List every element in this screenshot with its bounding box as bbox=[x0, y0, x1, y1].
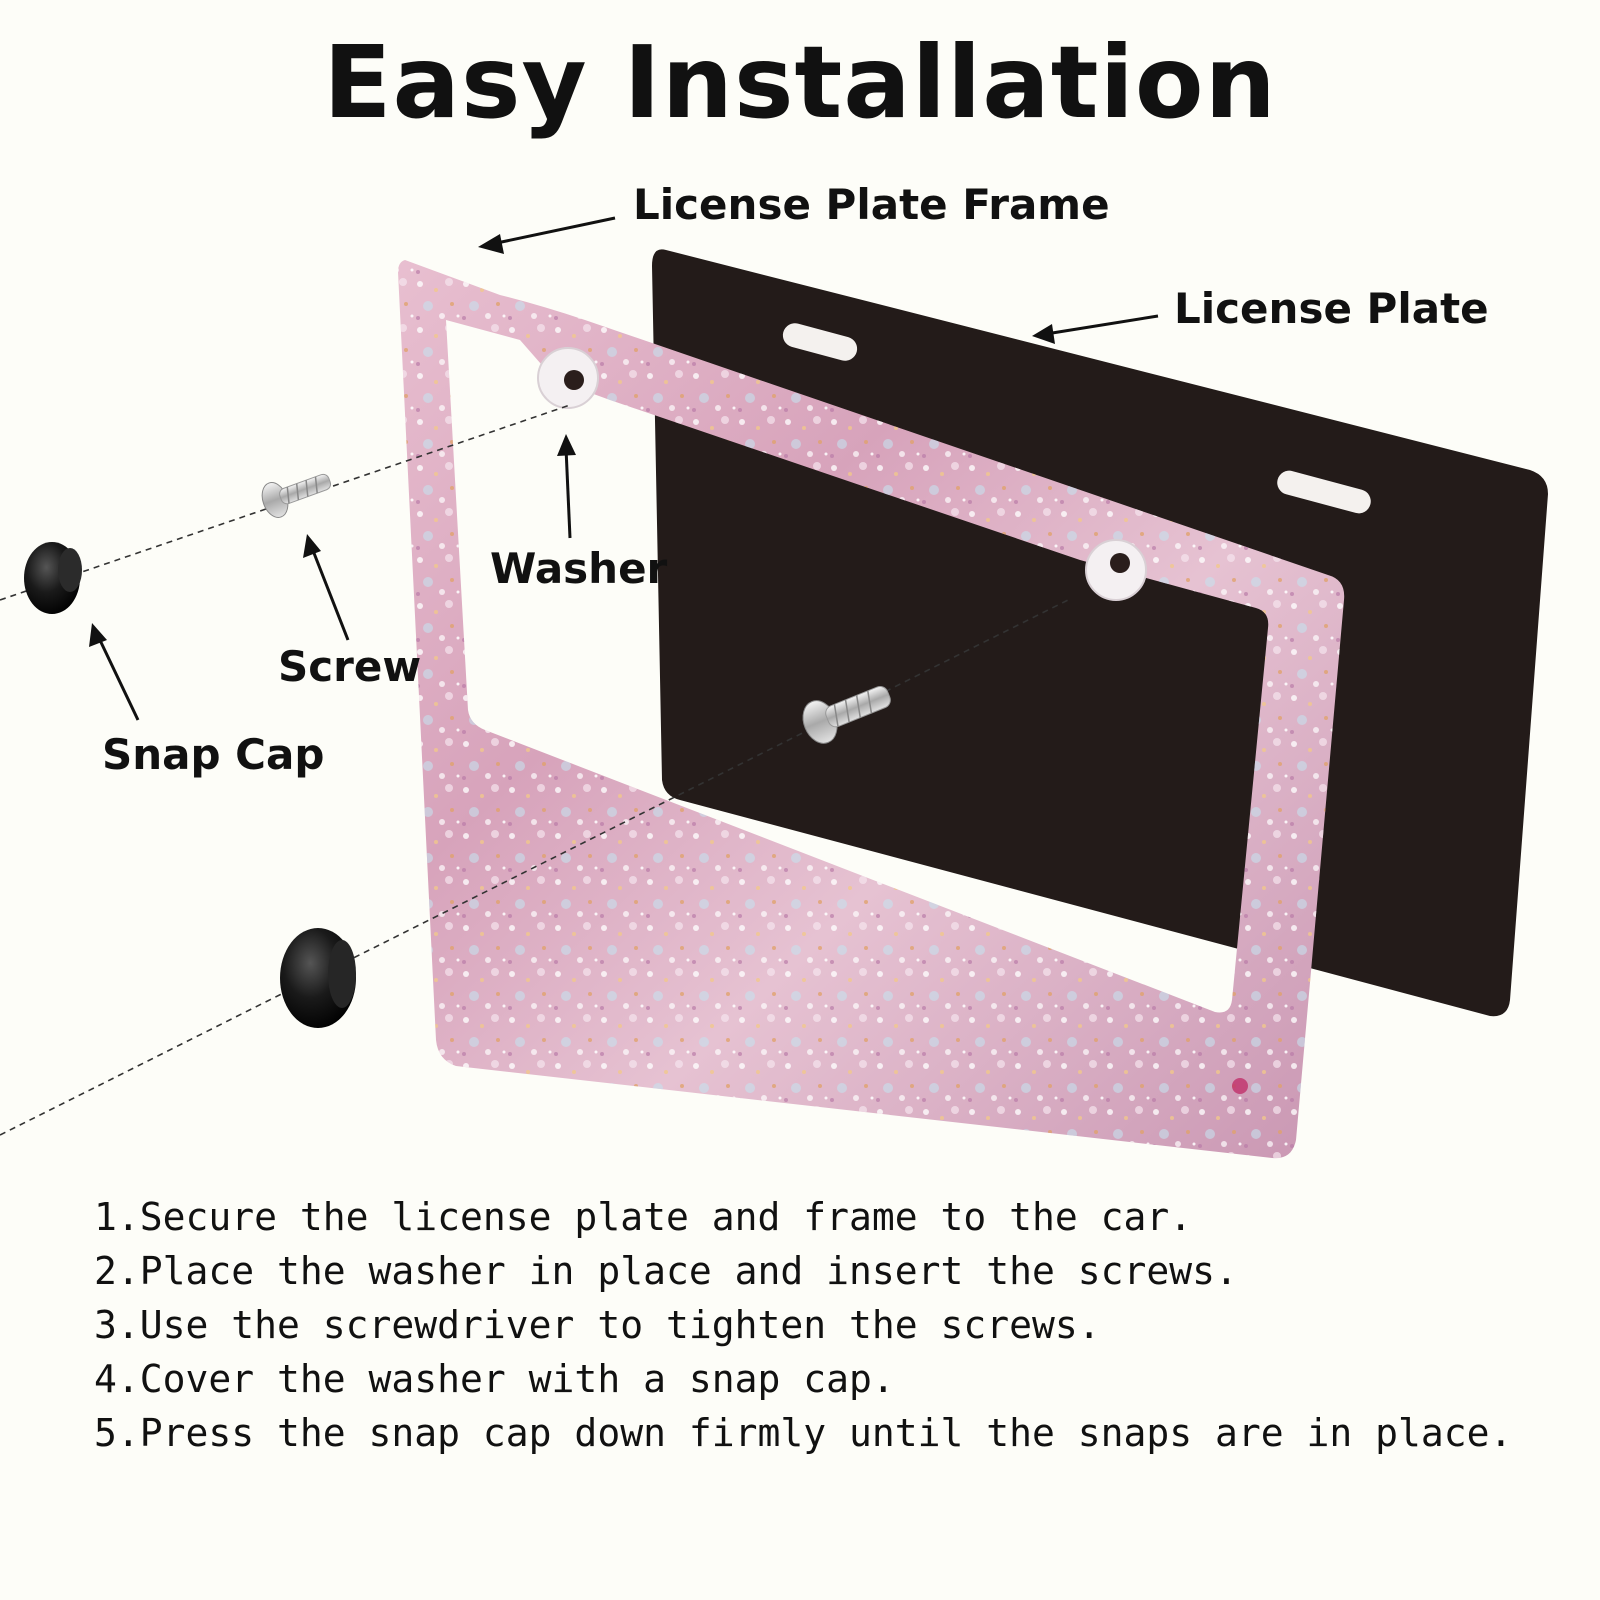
page-title: Easy Installation bbox=[323, 24, 1277, 141]
label-license-plate-frame: License Plate Frame bbox=[633, 180, 1110, 229]
step-item: 4.Cover the washer with a snap cap. bbox=[94, 1357, 895, 1401]
arrow-icon bbox=[89, 216, 1159, 721]
washer-icon bbox=[537, 347, 599, 409]
step-item: 2.Place the washer in place and insert t… bbox=[94, 1249, 1238, 1293]
plate-slot-right bbox=[1277, 470, 1371, 514]
snap-cap-icon bbox=[24, 542, 82, 614]
label-washer: Washer bbox=[490, 544, 668, 593]
snap-cap-icon bbox=[280, 928, 356, 1028]
washer-icon bbox=[1085, 539, 1147, 601]
step-item: 5.Press the snap cap down firmly until t… bbox=[94, 1411, 1513, 1455]
license-plate-frame bbox=[398, 260, 1345, 1159]
installation-steps: 1.Secure the license plate and frame to … bbox=[94, 1190, 1512, 1460]
screw-icon bbox=[802, 685, 891, 744]
screw-icon bbox=[261, 473, 332, 518]
label-snap-cap: Snap Cap bbox=[102, 730, 325, 779]
step-item: 3.Use the screwdriver to tighten the scr… bbox=[94, 1303, 1101, 1347]
step-item: 1.Secure the license plate and frame to … bbox=[94, 1195, 1193, 1239]
label-screw: Screw bbox=[278, 642, 422, 691]
label-license-plate: License Plate bbox=[1174, 284, 1489, 333]
plate-slot-left bbox=[782, 323, 858, 361]
